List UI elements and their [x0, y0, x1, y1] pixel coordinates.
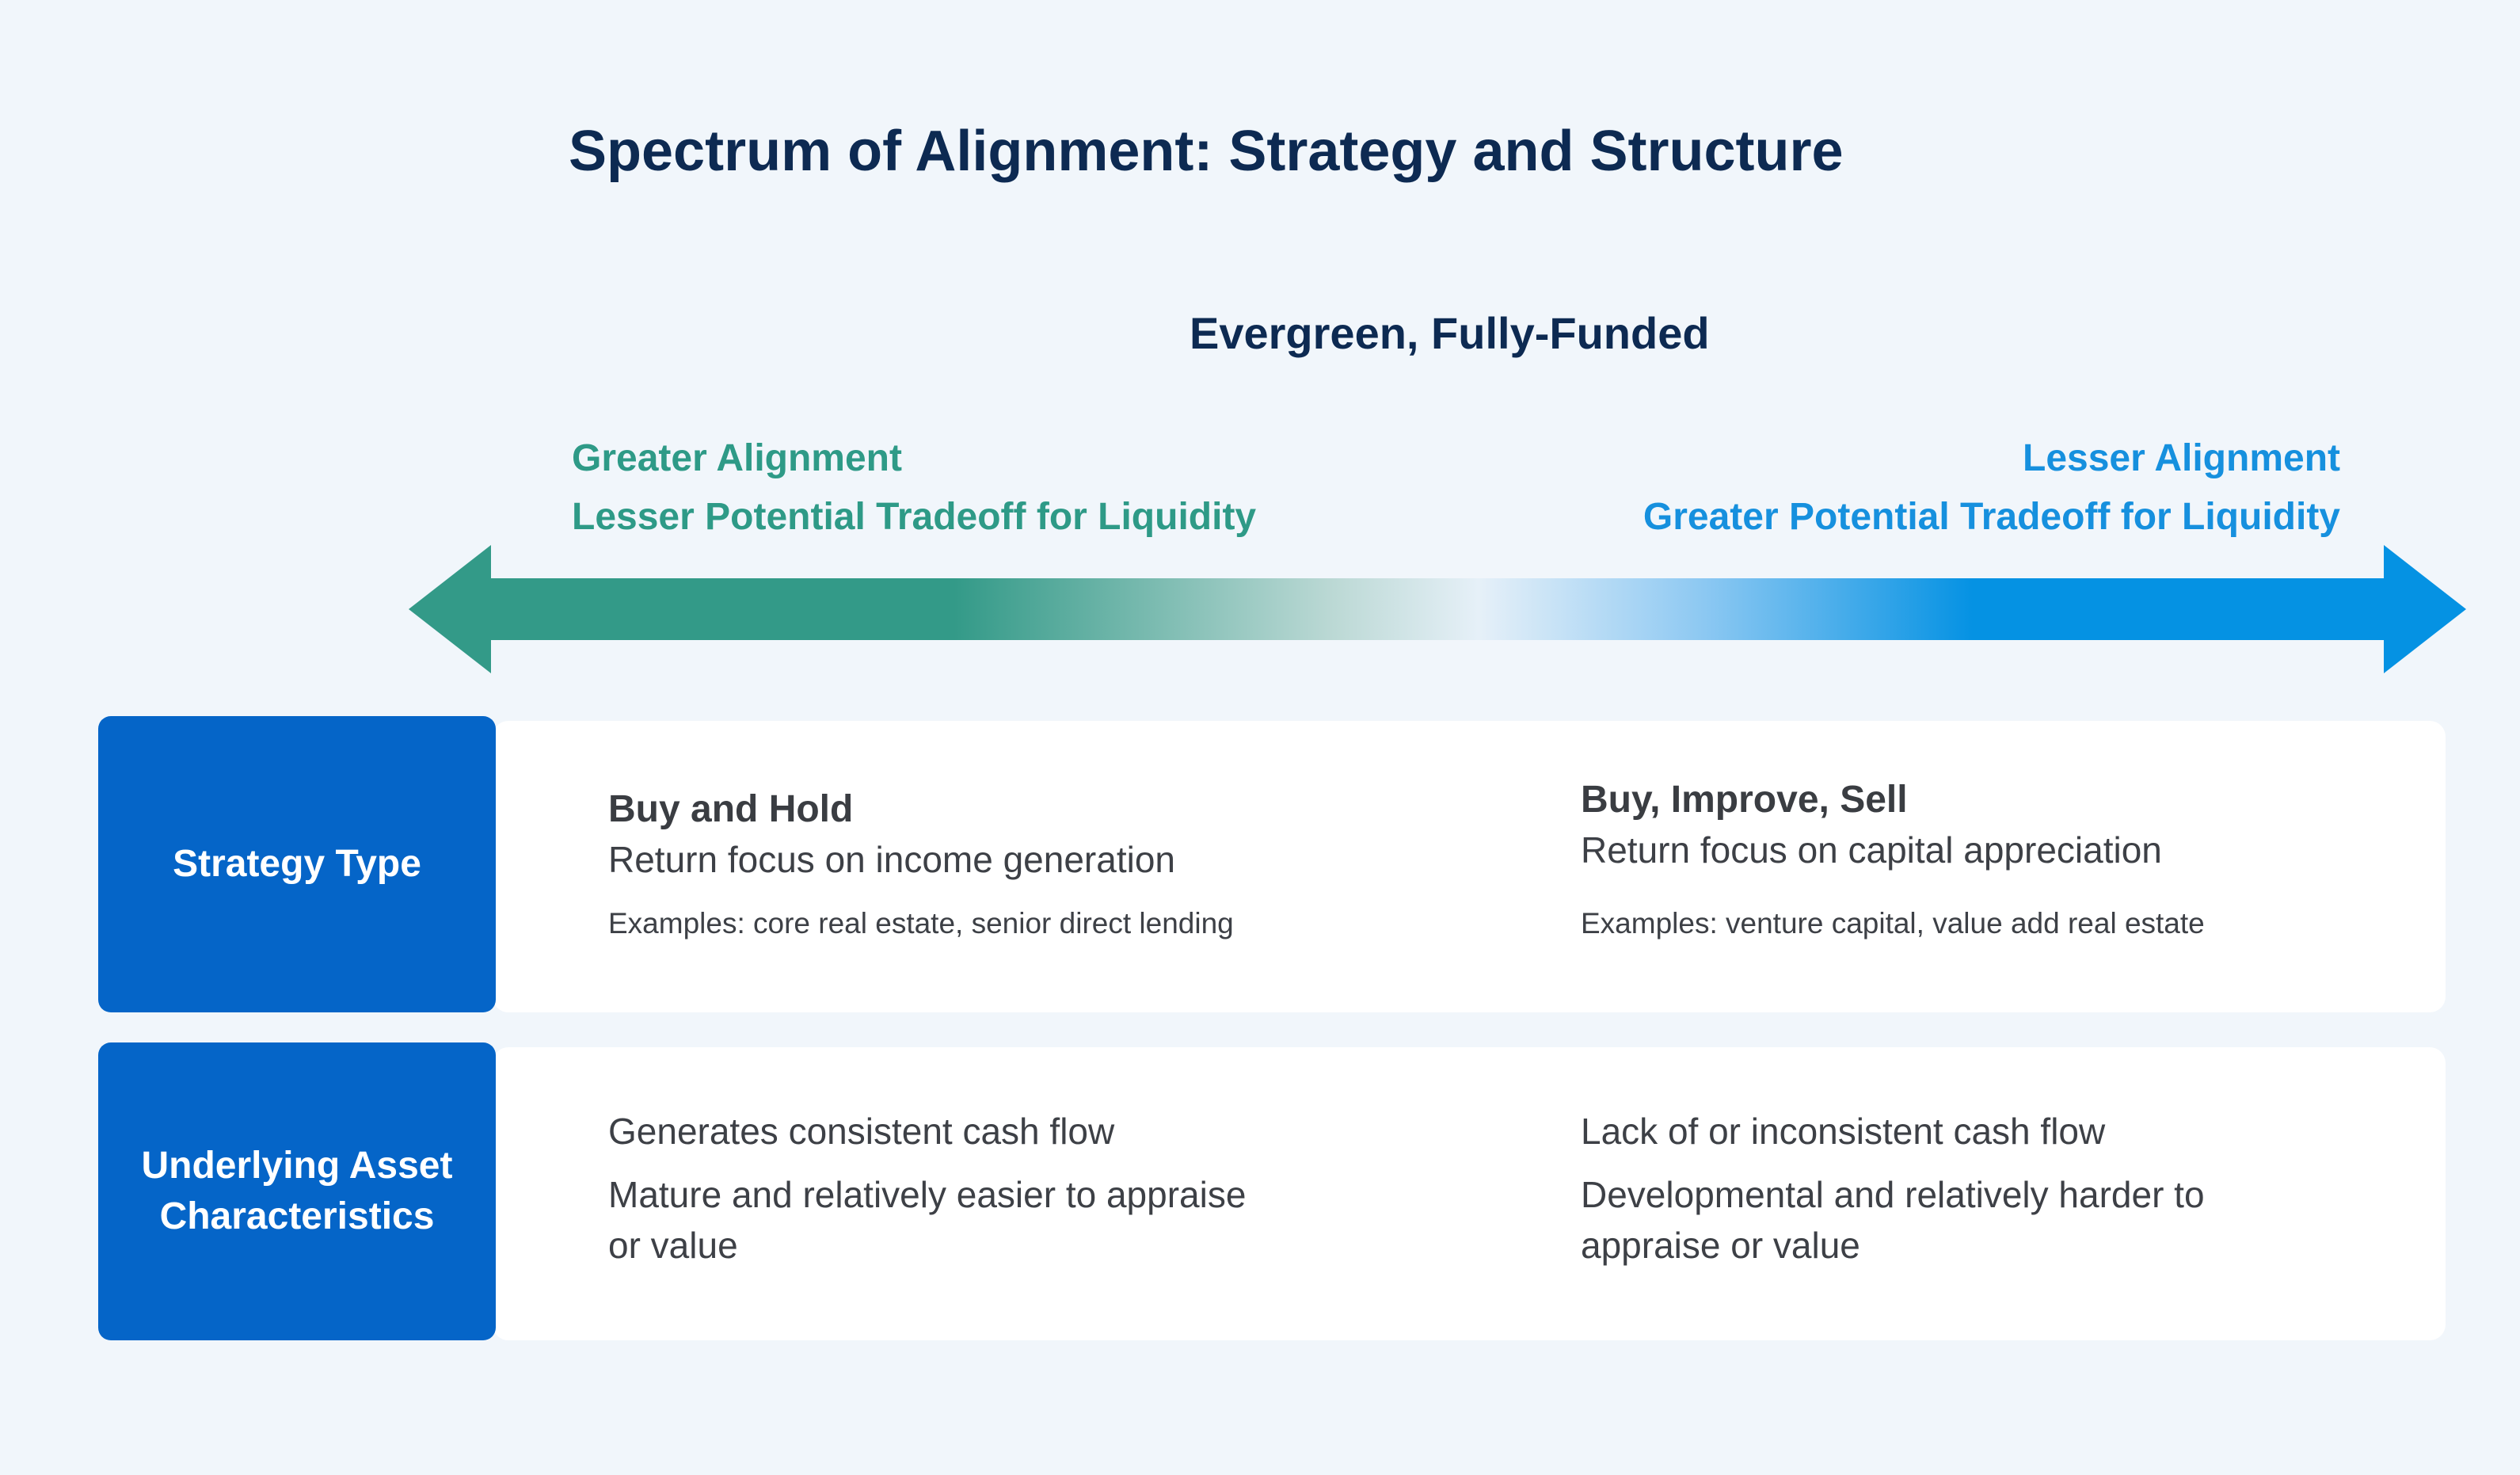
asset-left-item2-line1: Mature and relatively easier to appraise: [608, 1174, 1247, 1215]
asset-characteristics-card: [493, 1047, 2446, 1340]
right-end-line1: Lesser Alignment: [2023, 437, 2340, 479]
strategy-type-label: Strategy Type: [98, 716, 496, 1012]
asset-right-cell: Lack of or inconsistent cash flow Develo…: [1581, 1106, 2205, 1283]
asset-label-line2: Characteristics: [159, 1195, 435, 1237]
right-end-line2: Greater Potential Tradeoff for Liquidity: [1643, 496, 2340, 538]
strategy-right-examples: Examples: venture capital, value add rea…: [1581, 907, 2205, 940]
spectrum-arrow: [409, 545, 2466, 673]
strategy-type-row: Strategy Type Buy and Hold Return focus …: [98, 716, 2446, 1012]
asset-label-line1: Underlying Asset: [141, 1145, 453, 1187]
strategy-right-description: Return focus on capital appreciation: [1581, 829, 2162, 871]
left-end-label: Greater Alignment Lesser Potential Trade…: [572, 429, 1256, 547]
asset-right-item2: Developmental and relatively harder to a…: [1581, 1169, 2205, 1271]
left-end-line2: Lesser Potential Tradeoff for Liquidity: [572, 496, 1257, 538]
strategy-left-description: Return focus on income generation: [608, 839, 1175, 880]
asset-left-item1: Generates consistent cash flow: [608, 1111, 1115, 1152]
right-end-label: Lesser Alignment Greater Potential Trade…: [1643, 429, 2340, 547]
asset-right-item1: Lack of or inconsistent cash flow: [1581, 1111, 2106, 1152]
strategy-right-heading: Buy, Improve, Sell: [1581, 779, 1908, 821]
strategy-right-cell: Buy, Improve, Sell Return focus on capit…: [1581, 776, 2205, 943]
asset-characteristics-label: Underlying Asset Characteristics: [98, 1042, 496, 1340]
subtitle: Evergreen, Fully-Funded: [1190, 308, 1710, 358]
asset-left-item2-line2: or value: [608, 1225, 738, 1266]
strategy-type-label-text: Strategy Type: [173, 843, 421, 885]
asset-left-cell: Generates consistent cash flow Mature an…: [608, 1106, 1246, 1283]
strategy-left-heading: Buy and Hold: [608, 788, 854, 830]
strategy-left-examples: Examples: core real estate, senior direc…: [608, 907, 1234, 940]
double-arrow-shape: [409, 545, 2466, 673]
asset-right-item2-line1: Developmental and relatively harder to: [1581, 1174, 2205, 1215]
asset-left-item2: Mature and relatively easier to appraise…: [608, 1169, 1246, 1271]
asset-characteristics-row: Underlying Asset Characteristics Generat…: [98, 1042, 2446, 1340]
left-end-line1: Greater Alignment: [572, 437, 902, 479]
page-title: Spectrum of Alignment: Strategy and Stru…: [569, 120, 1844, 183]
strategy-type-card: [493, 721, 2446, 1012]
asset-right-item2-line2: appraise or value: [1581, 1225, 1860, 1266]
strategy-left-cell: Buy and Hold Return focus on income gene…: [608, 786, 1234, 943]
